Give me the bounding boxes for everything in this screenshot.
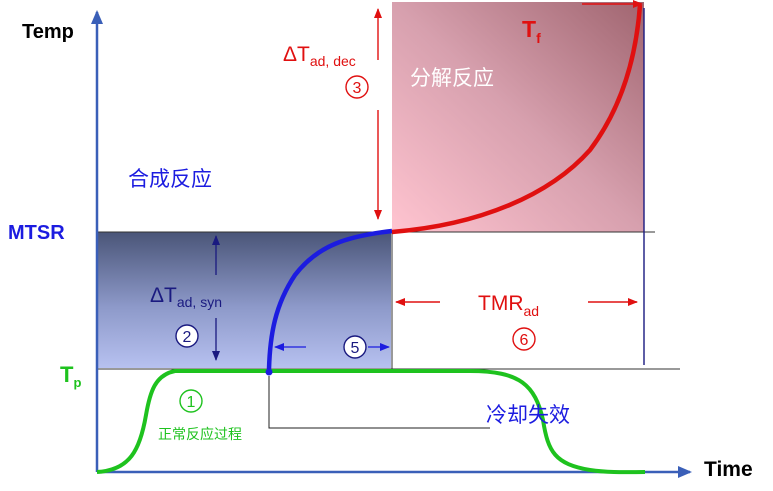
decomposition-reaction-label: 分解反应 [410,66,494,90]
cooling-failure-point [265,368,273,376]
svg-text:6: 6 [520,332,529,349]
decomposition-runaway-curve [391,4,643,235]
synthesis-adiabatic-box [97,232,391,368]
synthesis-reaction-label: 合成反应 [128,167,212,191]
normal-process-label: 正常反应过程 [158,426,242,443]
mtsr-label: MTSR [8,222,65,244]
cooling-failure-callout [268,376,490,429]
marker-1: 1 [179,389,203,413]
tf-label: Tf [522,16,541,46]
tp-label: Tp [60,362,81,390]
dtad-syn-label: ΔTad, syn [150,284,222,310]
marker-2: 2 [175,324,199,348]
decomposition-adiabatic-box [392,2,644,232]
cooling-failure-label: 冷却失效 [486,403,570,427]
x-axis-label: Time [704,458,753,481]
svg-text:3: 3 [353,80,362,97]
marker-6: 6 [512,327,536,351]
svg-text:1: 1 [187,394,196,411]
synthesis-runaway-curve [266,228,393,370]
dtad-dec-label: ΔTad, dec [283,43,356,69]
y-axis-label: Temp [22,21,74,43]
tmr-label: TMRad [478,292,539,319]
normal-process-curve [96,369,646,475]
svg-text:5: 5 [351,340,360,357]
svg-text:2: 2 [183,329,192,346]
marker-3: 3 [345,75,369,99]
marker-5: 5 [343,335,367,359]
